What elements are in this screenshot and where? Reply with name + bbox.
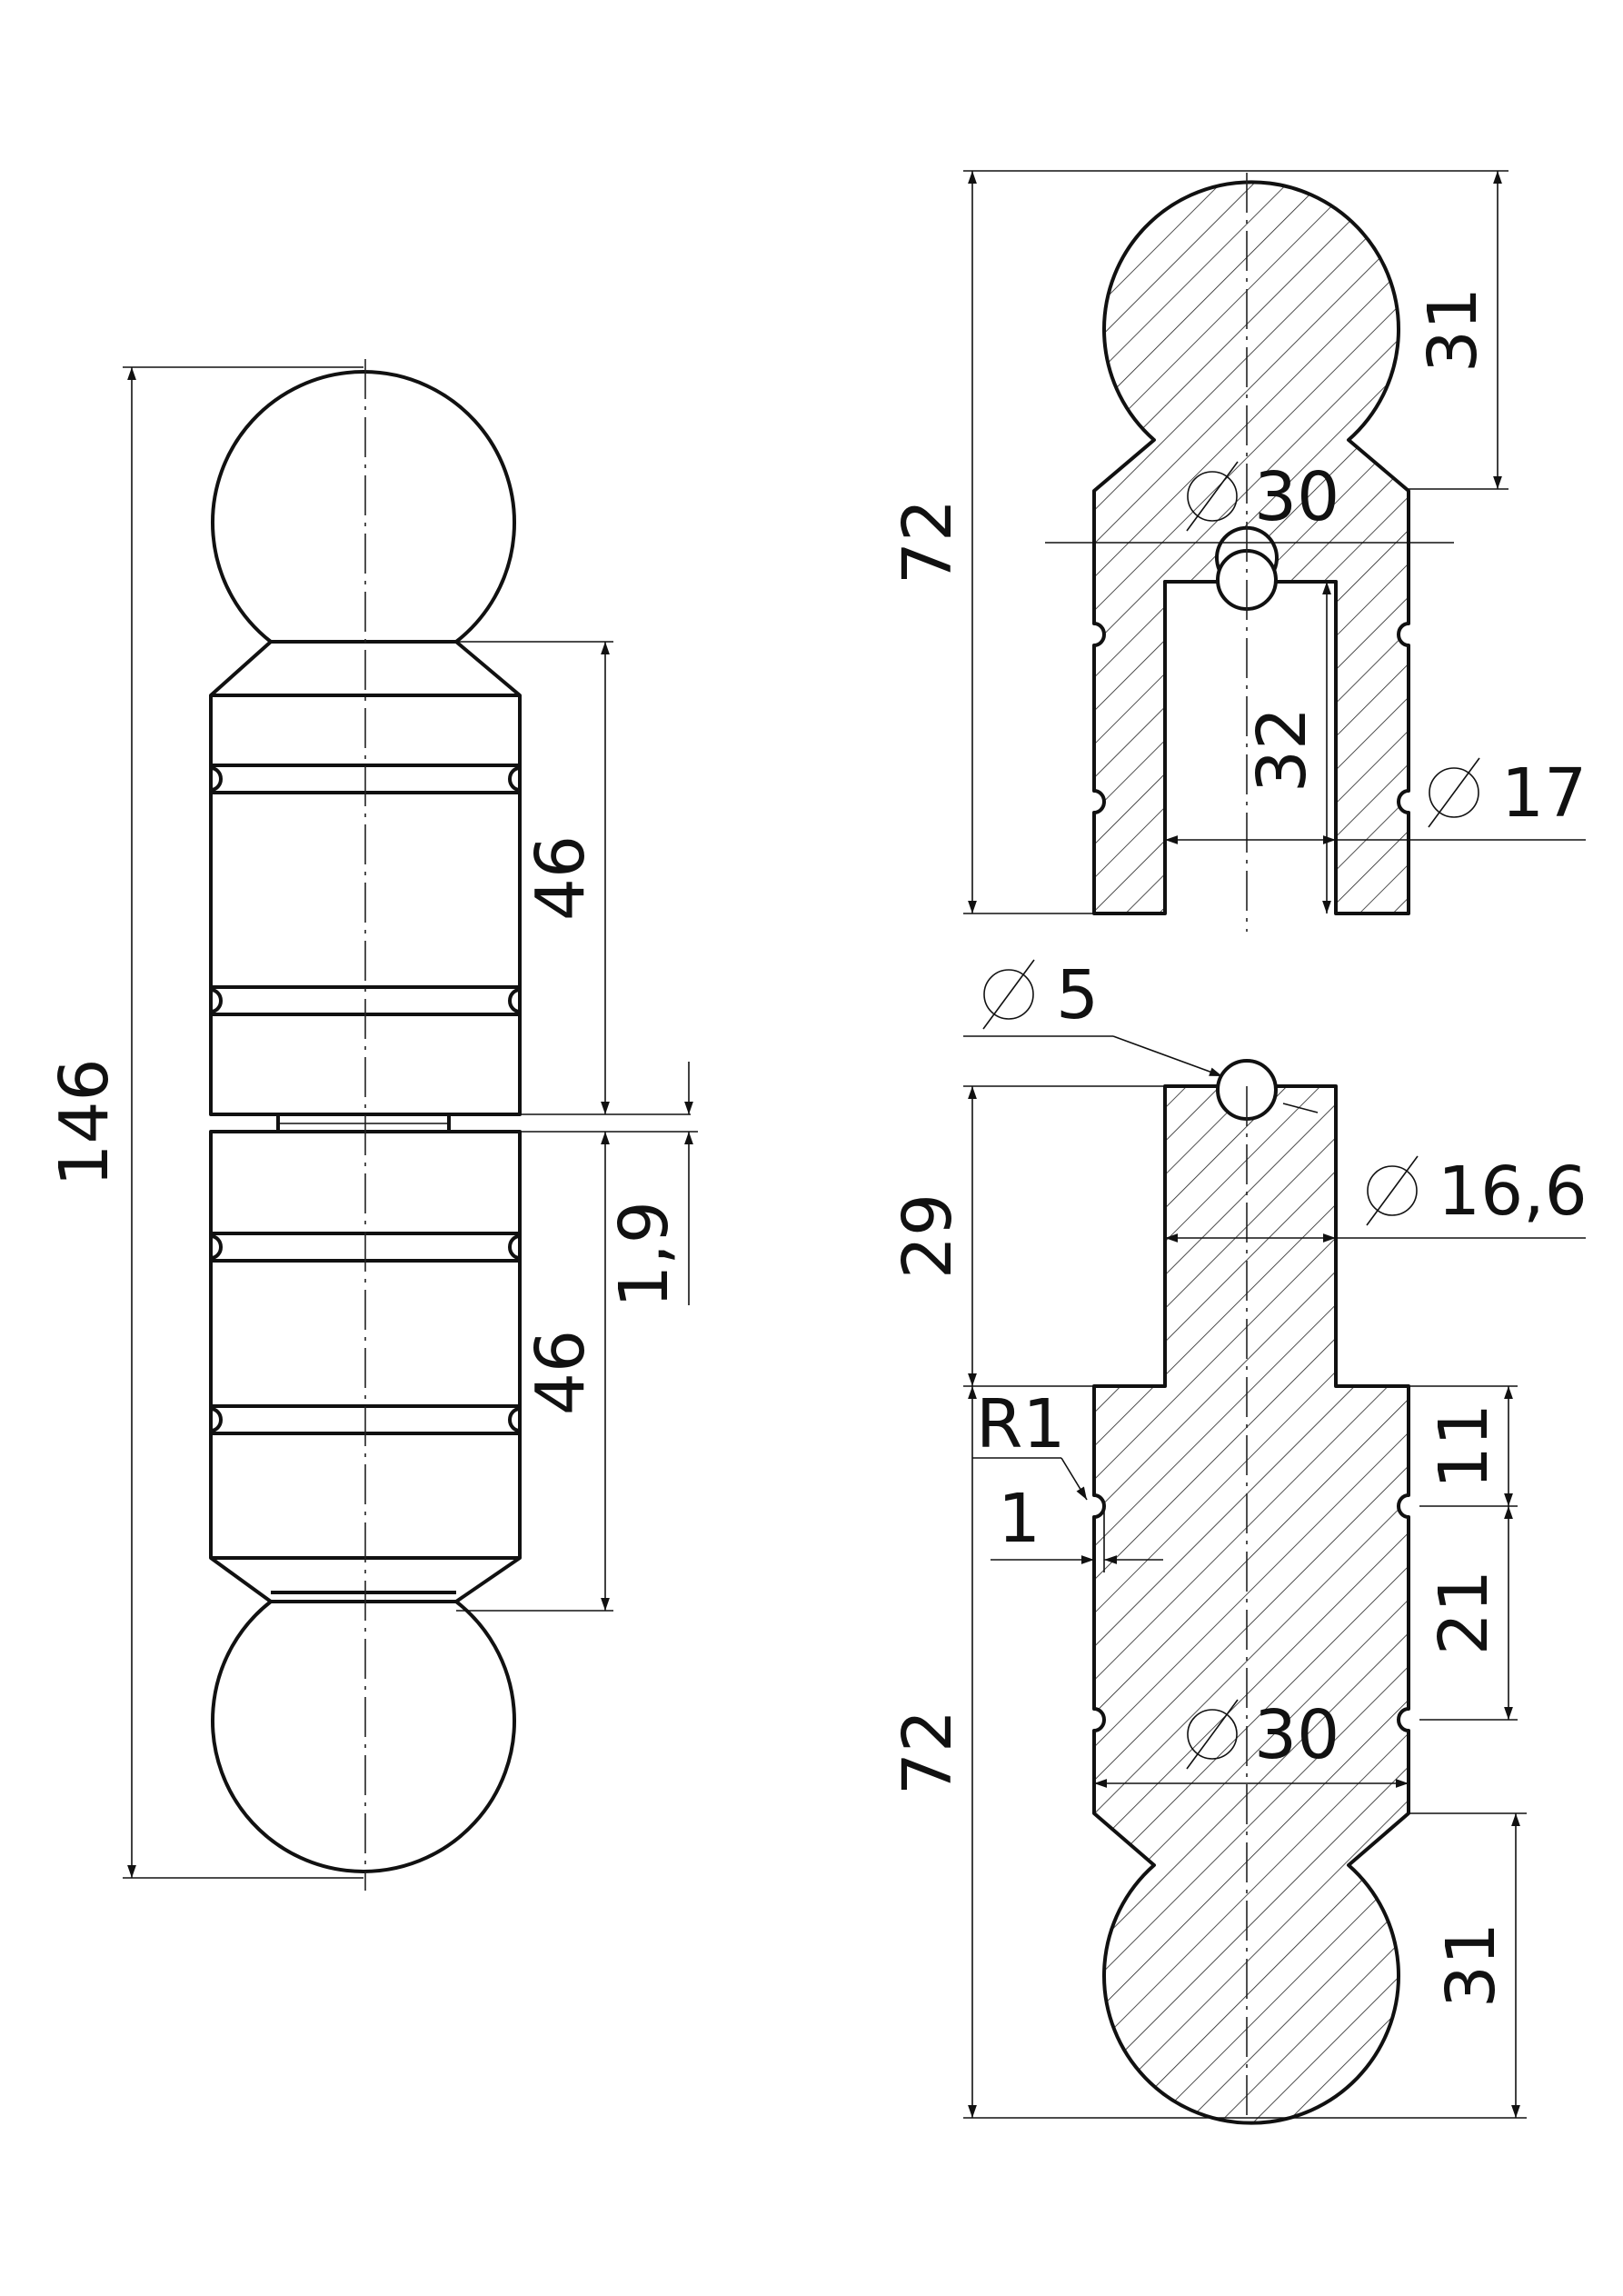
left-bottom-ball — [211, 1600, 516, 1873]
dim-socket-length: 72 — [889, 170, 1247, 914]
dim-gap: 1,9 — [520, 1062, 698, 1308]
label-total-length: 146 — [45, 1058, 124, 1186]
left-gap-collar — [276, 1114, 451, 1132]
dim-groove-depth: 1 — [991, 1480, 1163, 1572]
diameter-symbol-5 — [983, 969, 1034, 1020]
label-socket-length: 72 — [889, 499, 967, 584]
dim-shaft-diameter: 16,6 — [1165, 1153, 1588, 1243]
dim-socket-diameter: 30 — [1186, 458, 1339, 536]
label-shaft-diameter: 16,6 — [1438, 1153, 1588, 1231]
dim-fillet-radius: R1 — [972, 1385, 1088, 1501]
dim-lower-length: 46 — [456, 1132, 613, 1612]
label-socket-ball: 31 — [1414, 287, 1492, 373]
dim-bore-diameter: 17 — [1165, 754, 1587, 844]
label-groove-spacing: 21 — [1425, 1570, 1503, 1655]
dim-upper-length: 46 — [456, 641, 691, 1115]
pin-part-section: 5 29 16,6 R1 — [889, 956, 1588, 2125]
dim-pin-shaft-length: 29 — [889, 1085, 1165, 1387]
assembled-pin-view: 146 46 1,9 46 — [45, 359, 698, 1891]
dim-pin-body-diameter: 30 — [1094, 1696, 1409, 1788]
label-bore-depth: 32 — [1243, 707, 1321, 793]
left-top-ball — [211, 370, 516, 644]
diameter-symbol-17 — [1429, 767, 1479, 818]
dim-socket-ball: 31 — [1247, 170, 1508, 490]
dim-bore-depth: 32 — [1243, 582, 1331, 913]
diameter-symbol-30-bottom — [1187, 1709, 1238, 1760]
label-gap: 1,9 — [605, 1201, 683, 1308]
label-pin-body-diameter: 30 — [1254, 1696, 1339, 1774]
label-upper-length: 46 — [522, 835, 600, 921]
dim-pin-diameter: 5 — [963, 956, 1319, 1113]
dim-pin-ball: 31 — [1247, 1812, 1527, 2119]
diameter-symbol-16-6 — [1367, 1165, 1418, 1216]
dim-groove-spacing: 21 — [1419, 1506, 1518, 1721]
dim-pin-length: 72 — [889, 1386, 1247, 2119]
pin-hatched-section — [1092, 1084, 1410, 2125]
label-pin-ball: 31 — [1432, 1922, 1510, 2008]
dim-total-length: 146 — [45, 366, 363, 1879]
label-lower-length: 46 — [522, 1330, 600, 1415]
label-groove-offset: 11 — [1425, 1403, 1503, 1489]
label-socket-diameter: 30 — [1254, 458, 1339, 536]
label-fillet-radius: R1 — [976, 1385, 1066, 1463]
dim-groove-offset: 11 — [1409, 1385, 1518, 1507]
socket-part-section: 72 31 30 32 17 — [889, 170, 1587, 932]
label-groove-depth: 1 — [998, 1480, 1041, 1558]
label-pin-diameter: 5 — [1056, 956, 1099, 1034]
diameter-symbol-30-top — [1187, 471, 1238, 522]
socket-hatched-section — [1092, 180, 1410, 915]
label-pin-shaft-length: 29 — [889, 1193, 967, 1279]
label-bore-diameter: 17 — [1501, 754, 1587, 833]
label-pin-length: 72 — [889, 1710, 967, 1795]
